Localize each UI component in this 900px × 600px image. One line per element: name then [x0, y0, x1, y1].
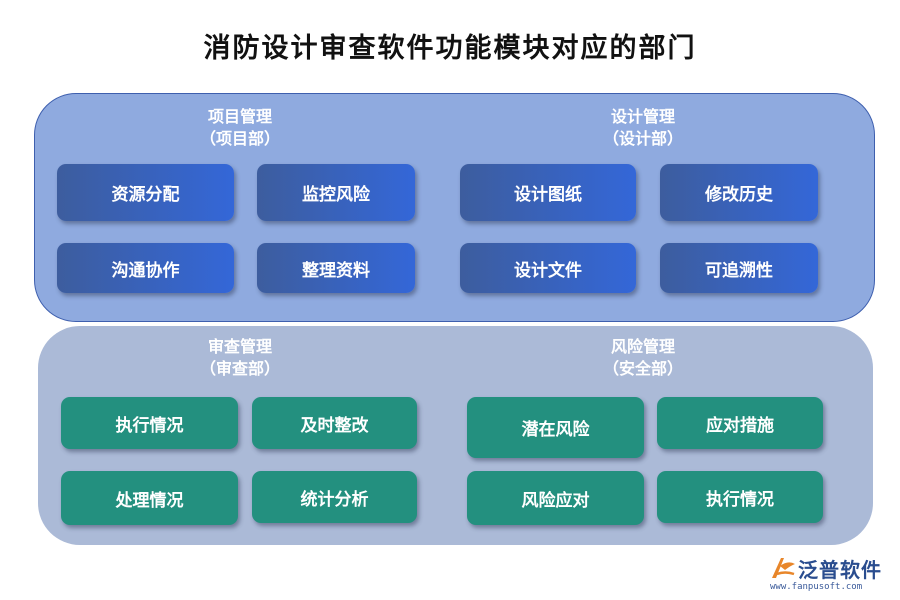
module-box: 整理资料 — [257, 243, 415, 293]
brand-logo-icon — [772, 558, 795, 578]
section-project-label: 项目管理 （项目部） — [140, 106, 340, 150]
section-review-dept: （审查部） — [199, 359, 280, 378]
module-box: 监控风险 — [257, 164, 415, 221]
section-design-dept: （设计部） — [602, 129, 683, 148]
section-risk-name: 风险管理 — [610, 337, 675, 356]
diagram-title: 消防设计审查软件功能模块对应的部门 — [203, 33, 697, 64]
section-risk-label: 风险管理 （安全部） — [543, 336, 743, 380]
module-box: 潜在风险 — [467, 397, 644, 458]
section-risk-dept: （安全部） — [602, 359, 683, 378]
module-box: 及时整改 — [252, 397, 417, 449]
module-box: 资源分配 — [57, 164, 234, 221]
module-box: 设计图纸 — [460, 164, 636, 221]
section-project-name: 项目管理 — [207, 107, 272, 126]
module-box: 执行情况 — [657, 471, 823, 523]
brand-logo: 泛普软件 www.fanpusoft.com — [768, 550, 893, 596]
brand-url: www.fanpusoft.com — [770, 582, 863, 592]
section-design-name: 设计管理 — [610, 107, 675, 126]
section-project-dept: （项目部） — [199, 129, 280, 148]
module-box: 应对措施 — [657, 397, 823, 449]
module-box: 处理情况 — [61, 471, 238, 525]
brand-name: 泛普软件 — [798, 558, 882, 582]
module-box: 沟通协作 — [57, 243, 234, 293]
section-review-name: 审查管理 — [207, 337, 272, 356]
module-box: 可追溯性 — [660, 243, 818, 293]
module-box: 修改历史 — [660, 164, 818, 221]
module-box: 设计文件 — [460, 243, 636, 293]
section-review-label: 审查管理 （审查部） — [140, 336, 340, 380]
module-box: 执行情况 — [61, 397, 238, 449]
module-box: 风险应对 — [467, 471, 644, 525]
section-design-label: 设计管理 （设计部） — [543, 106, 743, 150]
module-box: 统计分析 — [252, 471, 417, 523]
